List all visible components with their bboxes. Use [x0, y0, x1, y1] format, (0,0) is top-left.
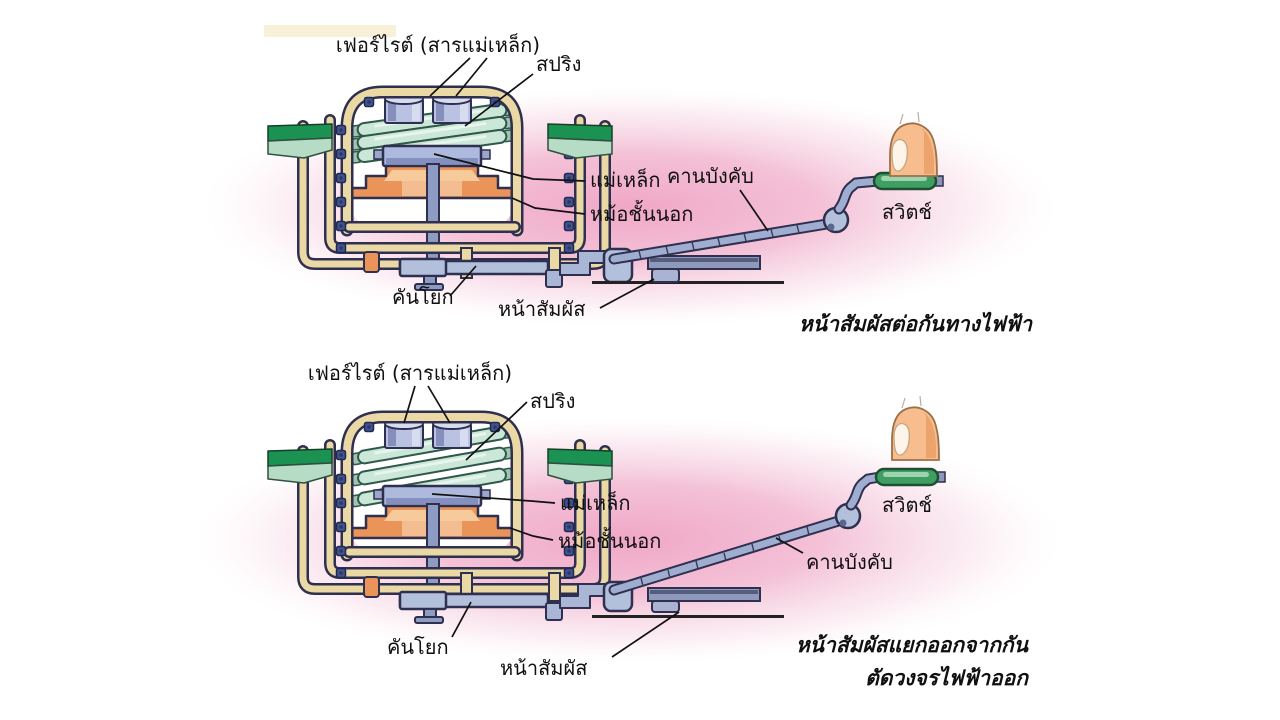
fixed-contact-plate — [647, 255, 761, 283]
label-outer-pot: หม้อชั้นนอก — [590, 200, 693, 226]
label-spring: สปริง — [536, 52, 581, 76]
label-control-beam: คานบังคับ — [667, 164, 754, 188]
label-magnet: แม่เหล็ก — [590, 167, 660, 192]
label-ferrite: เฟอร์ไรต์ (สารแม่เหล็ก) — [308, 360, 512, 385]
label-switch: สวิตช์ — [882, 200, 932, 224]
leader-lines — [403, 385, 804, 658]
leader-lines — [429, 57, 769, 309]
label-control-beam: คานบังคับ — [806, 550, 893, 574]
label-contact: หน้าสัมผัส — [498, 297, 585, 321]
caption-contacts-closed: หน้าสัมผัสต่อกันทางไฟฟ้า — [799, 311, 1033, 336]
diagram-contacts-open: เฟอร์ไรต์ (สารแม่เหล็ก) สปริง แม่เหล็ก ห… — [194, 360, 1062, 690]
fixed-contact-plate — [647, 587, 761, 613]
caption-contacts-open-line2: ตัดวงจรไฟฟ้าออก — [865, 665, 1029, 690]
labels-contacts-open: เฟอร์ไรต์ (สารแม่เหล็ก) สปริง แม่เหล็ก ห… — [308, 360, 1030, 690]
label-lever: คันโยก — [387, 635, 449, 659]
contact-baseline — [592, 281, 784, 284]
label-ferrite: เฟอร์ไรต์ (สารแม่เหล็ก) — [336, 32, 540, 57]
control-beam — [608, 175, 884, 265]
lever-hatching — [640, 526, 810, 587]
lever-bar — [398, 583, 613, 624]
label-magnet: แม่เหล็ก — [560, 490, 630, 515]
label-outer-pot: หม้อชั้นนอก — [558, 527, 661, 553]
switch-button — [874, 467, 946, 487]
lever-bar — [398, 250, 613, 291]
label-lever: คันโยก — [392, 285, 454, 309]
caption-contacts-open-line1: หน้าสัมผัสแยกออกจากกัน — [796, 632, 1030, 657]
finger-released — [891, 395, 940, 461]
labels-contacts-closed: เฟอร์ไรต์ (สารแม่เหล็ก) สปริง แม่เหล็ก ห… — [336, 32, 1033, 336]
label-contact: หน้าสัมผัส — [500, 656, 587, 680]
label-spring: สปริง — [530, 389, 575, 413]
contact-baseline — [592, 615, 784, 618]
diagram-contacts-closed: เฟอร์ไรต์ (สารแม่เหล็ก) สปริง แม่เหล็ก ห… — [202, 25, 1058, 336]
lever-hatching — [638, 224, 800, 260]
label-switch: สวิตช์ — [882, 493, 932, 517]
control-beam — [608, 471, 886, 596]
scan-artifact-strip — [264, 25, 396, 37]
